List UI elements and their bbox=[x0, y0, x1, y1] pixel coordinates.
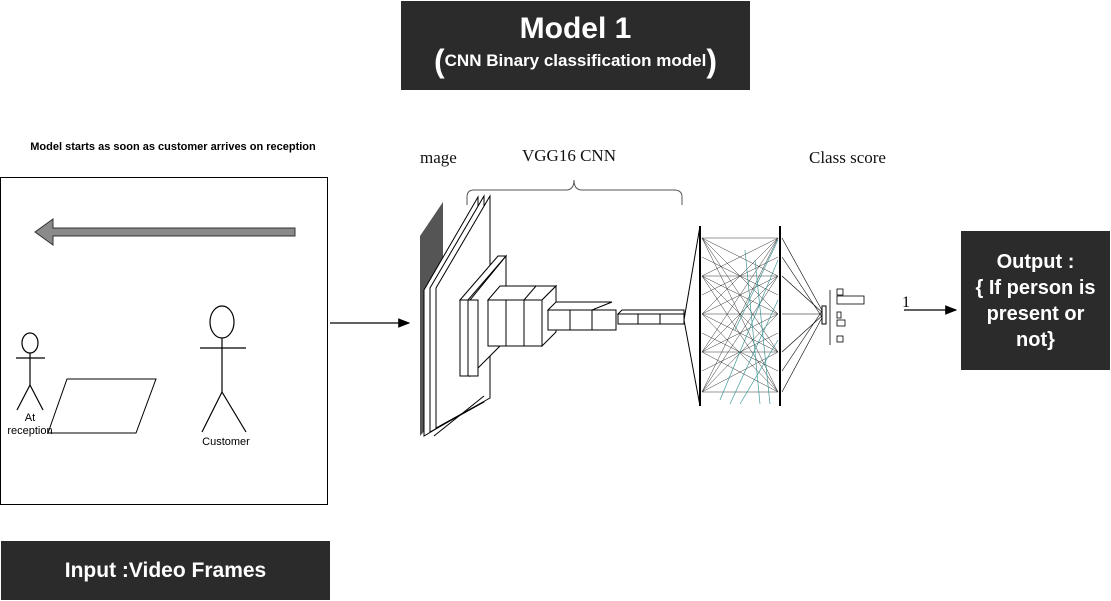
scene-frame bbox=[0, 177, 328, 505]
class-score-label: Class score bbox=[809, 148, 886, 167]
model-title: Model 1 bbox=[519, 11, 632, 45]
cnn-label: VGG16 CNN bbox=[522, 146, 616, 165]
input-box: Input :Video Frames bbox=[1, 541, 330, 600]
output-line-2: { If person is bbox=[975, 276, 1096, 299]
direction-arrow bbox=[34, 218, 296, 246]
customer-figure bbox=[200, 305, 247, 433]
scene-caption: Model starts as soon as customer arrives… bbox=[30, 141, 316, 153]
image-label: mage bbox=[420, 148, 457, 167]
output-line-4: not} bbox=[1016, 328, 1055, 351]
model-subtitle: ( CNN Binary classification model ) bbox=[434, 42, 717, 79]
open-paren: ( bbox=[434, 42, 445, 79]
output-value: 1 bbox=[902, 294, 910, 311]
customer-label: Customer bbox=[202, 436, 250, 448]
reception-label: At reception bbox=[7, 412, 53, 437]
close-paren: ) bbox=[706, 42, 717, 79]
reception-desk bbox=[47, 378, 157, 434]
input-label: Input :Video Frames bbox=[64, 558, 267, 582]
vgg-brace bbox=[466, 179, 683, 205]
reception-figure bbox=[16, 332, 45, 411]
output-line-1: Output : bbox=[996, 250, 1075, 273]
fully-connected-layers bbox=[683, 225, 827, 407]
model-title-box: Model 1 ( CNN Binary classification mode… bbox=[401, 1, 750, 90]
cnn-layers bbox=[458, 254, 685, 378]
output-line-3: present or bbox=[986, 302, 1085, 325]
output-box: Output : { If person is present or not} bbox=[961, 231, 1110, 370]
model-subtitle-text: CNN Binary classification model bbox=[444, 50, 707, 70]
class-score-bars bbox=[829, 288, 865, 345]
